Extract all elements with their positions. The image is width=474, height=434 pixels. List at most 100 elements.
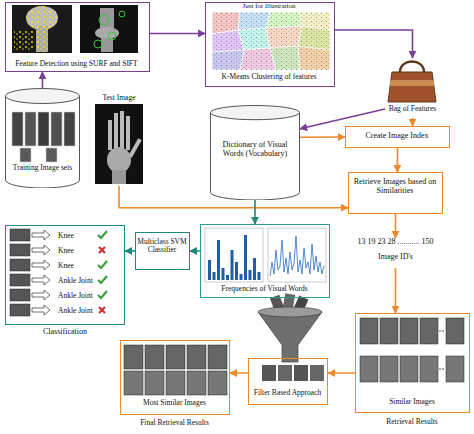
classification-rows: [32, 230, 50, 240]
test-xray: [120, 111, 124, 149]
classification-rows: [99, 247, 105, 253]
similar-thumbnails: [380, 356, 398, 382]
classification-rows: [98, 231, 107, 298]
frequency-charts: [208, 260, 211, 280]
node-label: Multiclass SVM Classifier: [136, 238, 188, 255]
result-box: Most Similar ImagesFinal Retrieval Resul…: [120, 340, 230, 415]
frequency-charts: [208, 235, 261, 280]
classification-rows: [10, 259, 30, 271]
most-similar-thumbnails: [124, 345, 143, 369]
feature-xray-right: [99, 15, 109, 25]
classification-rows: [99, 247, 105, 313]
kmeans-cluster-map: [212, 12, 330, 70]
classification-rows: [10, 304, 30, 316]
frequency-charts: [249, 270, 252, 280]
flow-arrow: [42, 72, 44, 88]
process-box: Multiclass SVM Classifier: [135, 232, 190, 270]
cylinder-top: [211, 106, 300, 120]
feature-xray-left: [14, 30, 34, 50]
filter-funnel: [278, 365, 292, 381]
frequency-charts: [205, 228, 263, 282]
classification-rows: [32, 245, 50, 255]
node-label: Classification: [6, 328, 124, 337]
test-xray: [128, 138, 141, 157]
most-similar-thumbnails: [145, 345, 164, 369]
classification-rows: [32, 260, 50, 270]
similar-thumbnails: [439, 330, 441, 332]
similar-thumbnails: [439, 330, 444, 370]
training-thumbnails: [20, 148, 31, 162]
node-label: Knee: [58, 247, 103, 255]
classification-box: KneeKneeKneeAnkle JointAnkle JointAnkle …: [5, 225, 125, 325]
most-similar-thumbnails: [187, 371, 206, 395]
filter-funnel: [262, 365, 276, 381]
cylinder-outline: [211, 113, 300, 200]
filter-funnel: [310, 365, 324, 381]
node-label: Create Image Index: [346, 132, 448, 141]
node-label: 13 19 23 28 ........... 150: [338, 238, 453, 247]
feature-box: Feature Detection using SURF and SIFT: [5, 2, 150, 72]
similar-thumbnails: [446, 318, 464, 344]
test-xray: [95, 104, 143, 184]
node-label: Ankle Joint: [58, 292, 103, 300]
flow-arrow: [119, 186, 348, 208]
similar-thumbnails: [360, 318, 464, 382]
most-similar-thumbnails: [187, 345, 206, 369]
most-similar-thumbnails: [166, 371, 185, 395]
classification-rows: [32, 290, 50, 300]
process-box: Create Image Index: [345, 126, 450, 148]
training-thumbnails: [38, 112, 49, 146]
frequency-charts: [226, 275, 229, 280]
cylinder-top: [6, 89, 80, 104]
filter-funnel: [258, 312, 322, 362]
classification-rows: [10, 274, 30, 286]
test-xray: [112, 170, 126, 184]
classification-rows: [99, 307, 105, 313]
result-box: Similar ImagesRetrieval Results: [355, 313, 470, 413]
flow-arrow: [300, 136, 345, 138]
filter-funnel: [283, 293, 295, 309]
node-label: Frequencies of Visual Words: [201, 285, 328, 293]
test-xray: [95, 104, 143, 184]
feature-xray-right: [100, 8, 114, 28]
frequency-charts: [222, 268, 225, 280]
feature-xray-left: [12, 5, 72, 53]
classification-rows: [98, 291, 107, 298]
feature-xray-right: [108, 32, 116, 40]
frequency-charts: [253, 258, 256, 280]
node-label: Test Image: [92, 94, 146, 102]
similar-thumbnails: [446, 356, 464, 382]
classification-rows: [32, 230, 50, 315]
database-cylinder: Dictionary of Visual Words (Vocabulary): [210, 105, 300, 200]
most-similar-thumbnails: [208, 371, 227, 395]
node-label: Most Similar Images: [121, 399, 228, 407]
node-label: Image ID's: [338, 253, 453, 262]
node-label: Final Retrieval Results: [121, 419, 228, 427]
similar-thumbnails: [360, 318, 378, 344]
training-thumbnails: [25, 112, 36, 146]
feature-xray-left: [12, 5, 72, 53]
similar-thumbnails: [420, 356, 438, 382]
frequency-charts: [231, 250, 234, 280]
test-image: Test Image: [92, 94, 146, 186]
cylinder-outline: [6, 96, 80, 188]
frequency-charts: [244, 235, 247, 280]
flow-arrow: [328, 372, 355, 374]
flow-arrow: [190, 250, 200, 252]
filter-funnel: [294, 365, 308, 381]
frequency-charts: [205, 228, 326, 282]
training-thumbnails: [46, 148, 57, 162]
bag-icon: [388, 62, 436, 103]
node-label: Retrieval Results: [356, 418, 468, 426]
most-similar-thumbnails: [208, 345, 227, 369]
flow-arrow: [150, 33, 205, 35]
bag-icon: [388, 72, 436, 102]
kmeans-cluster-map: [212, 12, 330, 70]
classification-rows: [32, 275, 50, 285]
filter-funnel: [258, 307, 322, 317]
most-similar-thumbnails: [145, 371, 164, 395]
most-similar-thumbnails: [124, 345, 227, 395]
frequency-charts: [268, 228, 326, 282]
feature-xray-right: [80, 5, 138, 53]
similar-thumbnails: [439, 368, 441, 370]
